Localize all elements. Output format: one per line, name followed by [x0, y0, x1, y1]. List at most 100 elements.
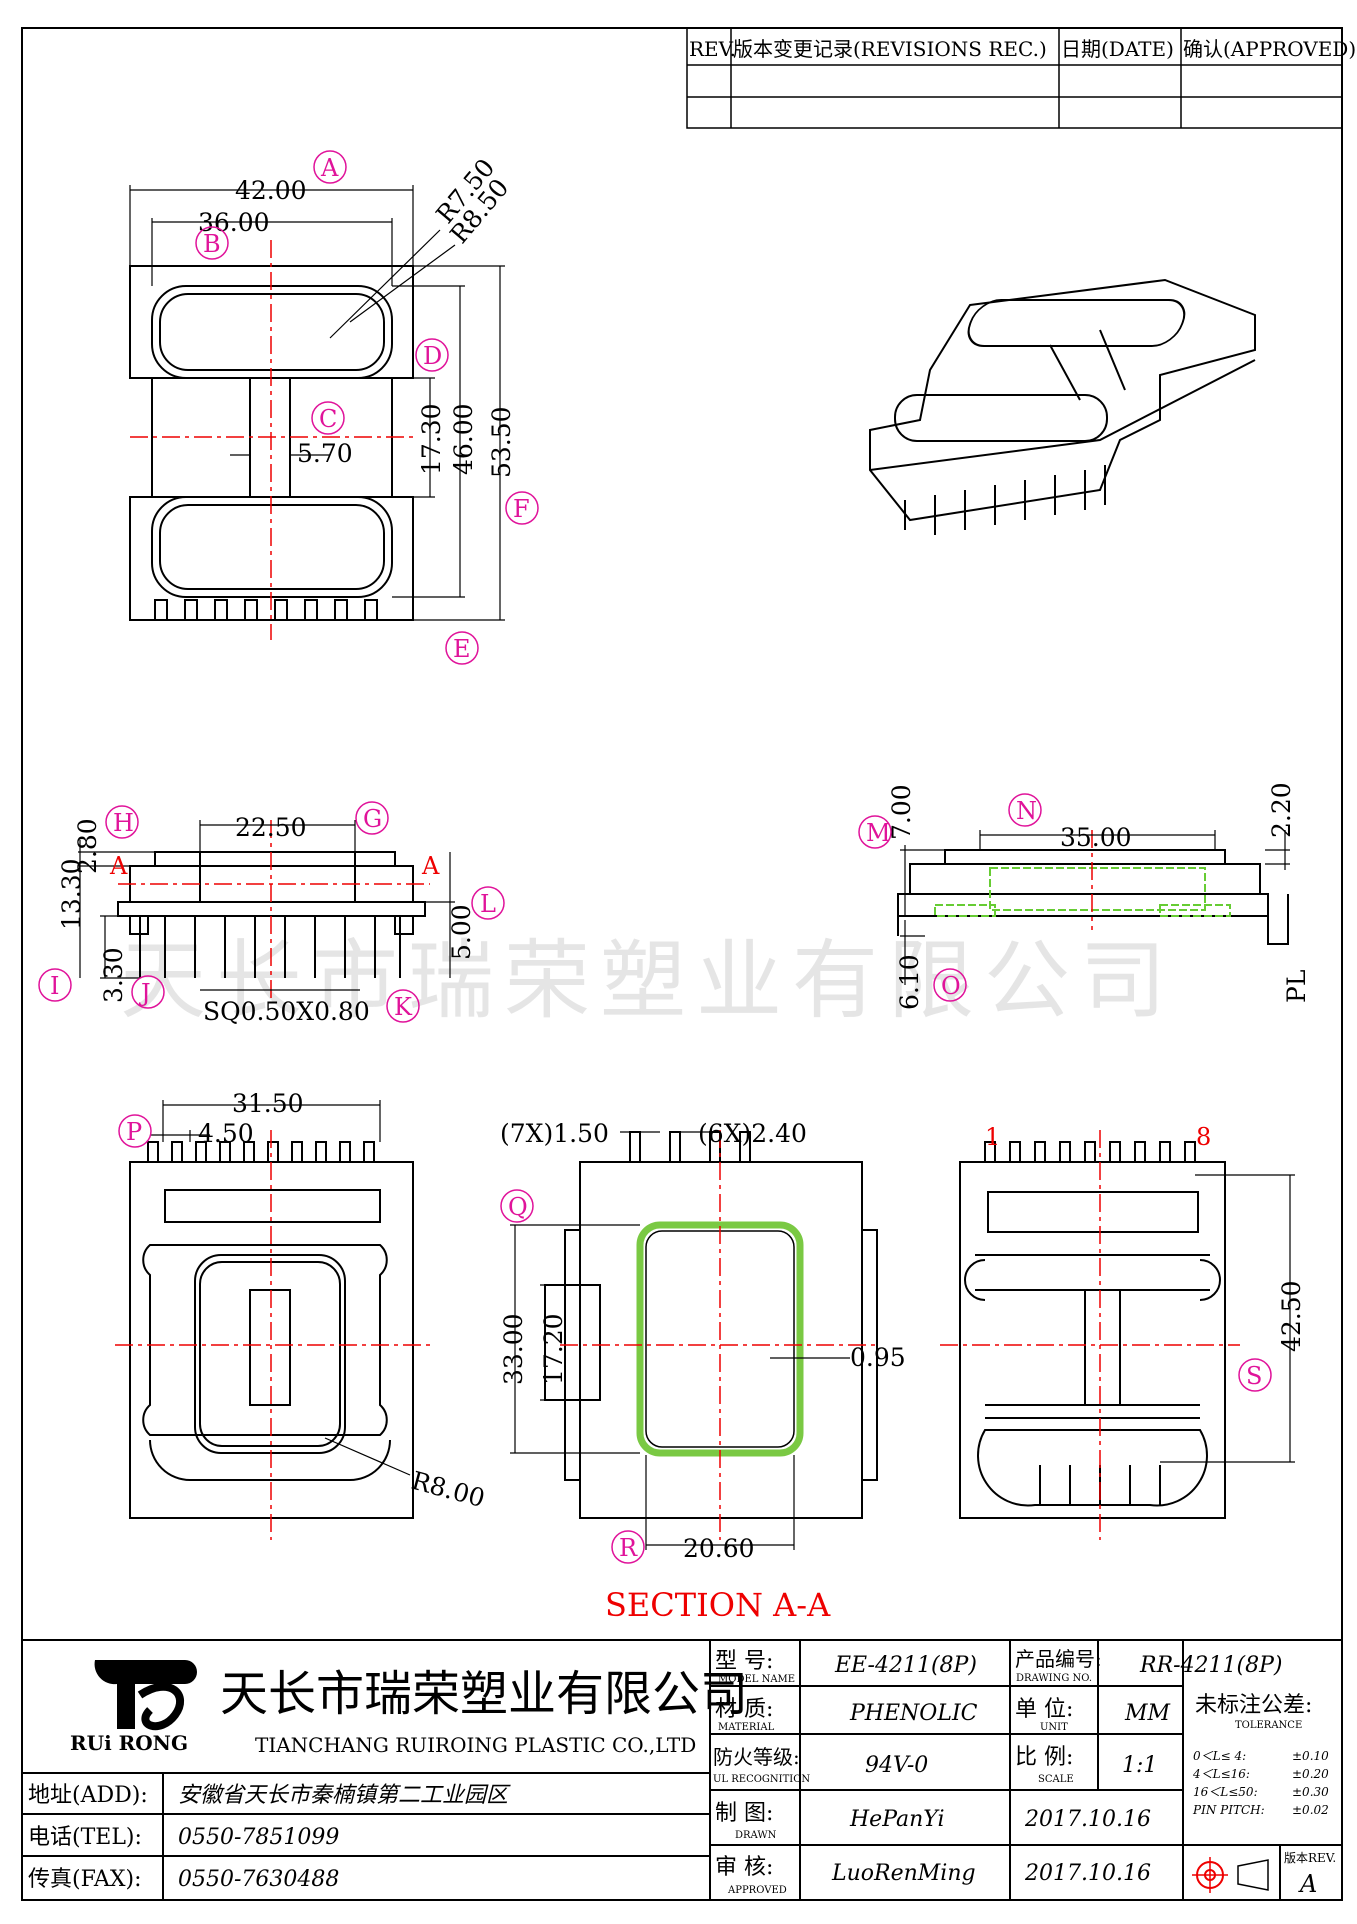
balloon-p: P [126, 1118, 142, 1146]
model-label: 型 号: [715, 1649, 773, 1674]
tolerance-title: 未标注公差: [1195, 1693, 1312, 1718]
balloon-h: H [113, 809, 134, 837]
revision-table [686, 27, 1343, 129]
tolerance-value: ±0.30 [1292, 1785, 1329, 1799]
rev-value: A [1298, 1870, 1317, 1898]
balloon-o: O [941, 972, 961, 1000]
side-dim-220: 2.20 [1267, 782, 1296, 838]
tolerance-en: TOLERANCE [1235, 1720, 1302, 1731]
tolerance-range: 4＜L≤16: [1192, 1767, 1250, 1781]
projection-symbol-icon [1192, 1857, 1269, 1893]
tolerance-list: 0＜L≤ 4: ±0.10 4＜L≤16: ±0.20 16＜L≤50: ±0.… [1192, 1749, 1329, 1817]
tolerance-range: 16＜L≤50: [1193, 1785, 1258, 1799]
front-dim-1330: 13.30 [57, 858, 86, 930]
top-balloons: A B C D E F [195, 150, 539, 665]
approved-label-en: APPROVED [727, 1885, 787, 1896]
drawing-no-label: 产品编号: [1015, 1647, 1102, 1671]
model-value: EE-4211(8P) [834, 1653, 977, 1678]
front-balloons: G H I J K L [38, 801, 505, 1023]
balloon-g: G [363, 805, 382, 833]
approved-label: 审 核: [715, 1855, 773, 1880]
title-block [21, 1639, 1343, 1901]
unit-label: 单 位: [1015, 1697, 1073, 1722]
scale-value: 1:1 [1122, 1753, 1157, 1778]
unit-label-en: UNIT [1040, 1722, 1068, 1733]
balloon-k: K [394, 993, 413, 1021]
side-dim-610: 6.10 [895, 954, 924, 1010]
pin-dim-4250: 42.50 [1277, 1280, 1306, 1352]
side-dim-700: 7.00 [887, 784, 916, 840]
tel-label: 电话(TEL): [28, 1825, 142, 1850]
ul-value: 94V-0 [865, 1753, 928, 1778]
date-header: 日期(DATE) [1061, 37, 1174, 61]
section-dim-095: 0.95 [850, 1343, 906, 1372]
rev-header: REV. [689, 37, 736, 61]
top-dim-570: 5.70 [297, 439, 353, 468]
top-dim-42: 42.00 [235, 176, 307, 205]
company-name-en: TIANCHANG RUIROING PLASTIC CO.,LTD [255, 1733, 696, 1757]
top-view [129, 265, 414, 621]
bottom-dim-3150: 31.50 [232, 1089, 304, 1118]
front-dim-2250: 22.50 [235, 813, 307, 842]
address-value: 安徽省天长市秦楠镇第二工业园区 [178, 1783, 511, 1808]
balloon-r: R [619, 1534, 638, 1562]
side-dim-pl: PL [1282, 970, 1311, 1003]
isometric-view [869, 278, 1256, 535]
top-dim-1730: 17.30 [417, 403, 446, 475]
tolerance-value: ±0.10 [1292, 1749, 1329, 1763]
balloon-q: Q [508, 1193, 528, 1221]
material-value: PHENOLIC [849, 1701, 978, 1726]
top-dim-36: 36.00 [198, 208, 270, 237]
section-view [544, 1131, 878, 1519]
fax-value: 0550-7630488 [178, 1867, 339, 1892]
unit-value: MM [1124, 1701, 1171, 1726]
balloon-b: B [203, 230, 221, 258]
tolerance-range: 0＜L≤ 4: [1193, 1749, 1246, 1763]
balloon-e: E [453, 635, 471, 663]
balloon-a: A [320, 154, 339, 182]
approved-header: 确认(APPROVED) [1183, 37, 1356, 61]
tolerance-range: PIN PITCH: [1192, 1803, 1265, 1817]
drawn-label-en: DRAWN [735, 1830, 777, 1841]
balloon-i: I [50, 972, 59, 1000]
bottom-view [129, 1141, 414, 1519]
section-balloons: Q R [500, 1189, 645, 1564]
tel-value: 0550-7851099 [178, 1825, 339, 1850]
front-dim-280: 2.80 [73, 818, 102, 874]
balloon-j: J [138, 979, 151, 1007]
section-dim-1720: 17.20 [539, 1313, 568, 1385]
top-dim-5350: 53.50 [487, 406, 516, 478]
scale-label: 比 例: [1015, 1745, 1073, 1770]
front-dim-sq: SQ0.50X0.80 [203, 997, 370, 1026]
address-label: 地址(ADD): [28, 1783, 148, 1808]
balloon-l: L [480, 890, 496, 918]
pin-number-1: 1 [985, 1123, 1000, 1151]
tolerance-value: ±0.02 [1292, 1803, 1329, 1817]
balloon-m: M [866, 819, 891, 847]
front-dim-330: 3.30 [99, 947, 128, 1003]
tolerance-value: ±0.20 [1292, 1767, 1329, 1781]
rev-label: 版本REV. [1284, 1851, 1336, 1865]
drawn-date: 2017.10.16 [1024, 1807, 1151, 1832]
balloon-d: D [423, 342, 442, 370]
balloon-s: S [1246, 1362, 1262, 1390]
pin-number-8: 8 [1196, 1123, 1211, 1151]
pin-balloons: S [1238, 1358, 1272, 1392]
approved-value: LuoRenMing [831, 1861, 976, 1886]
section-dim-3300: 33.00 [499, 1313, 528, 1385]
fax-label: 传真(FAX): [28, 1867, 141, 1892]
material-label-en: MATERIAL [718, 1722, 775, 1733]
front-dim-500: 5.00 [447, 904, 476, 960]
section-dim-6x: (6X)2.40 [698, 1119, 807, 1148]
company-logo [94, 1660, 197, 1731]
model-label-en: MODEL NAME [718, 1674, 795, 1685]
revisions-header: 版本变更记录(REVISIONS REC.) [733, 37, 1047, 61]
scale-label-en: SCALE [1038, 1774, 1074, 1785]
side-balloons: M N O [858, 793, 1042, 1002]
side-dim-3500: 35.00 [1060, 823, 1132, 852]
approved-date: 2017.10.16 [1024, 1861, 1151, 1886]
drawing-no-label-en: DRAWING NO. [1016, 1673, 1092, 1684]
ul-label-en: UL RECOGNITION [713, 1774, 810, 1785]
